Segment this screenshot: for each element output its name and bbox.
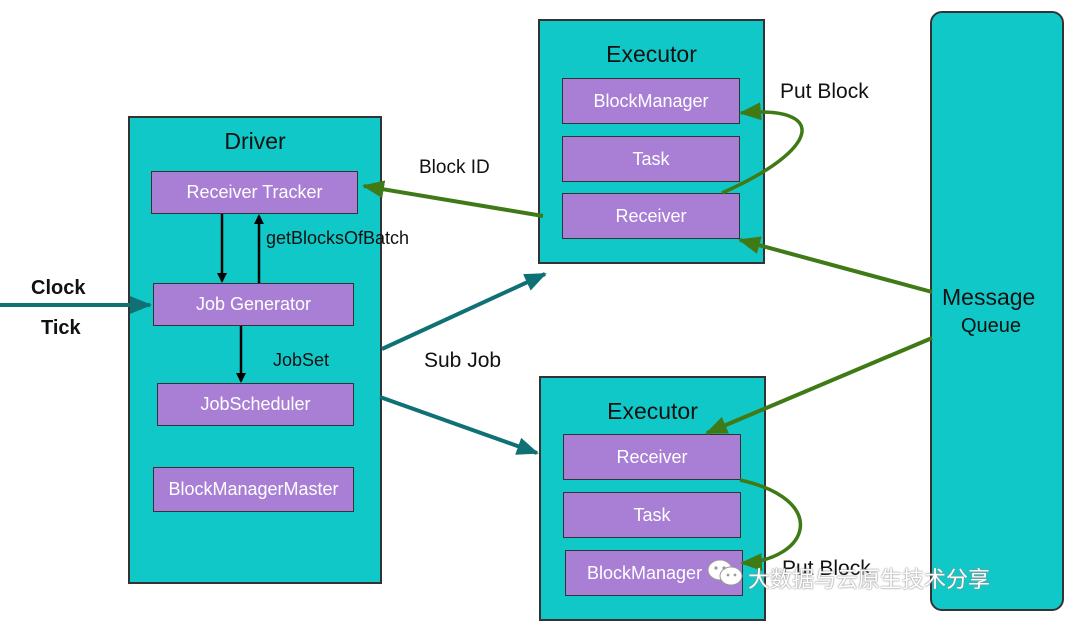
wechat-icon xyxy=(707,559,743,586)
block-id-arrow xyxy=(362,180,544,218)
job-scheduler-box: JobScheduler xyxy=(157,383,354,426)
watermark-text: 大数据与云原生技术分享 xyxy=(748,567,991,592)
executor-bottom-title: Executor xyxy=(607,398,698,424)
message-queue-label-line1: Message xyxy=(942,284,1036,310)
message-queue-label-line2: Queue xyxy=(961,315,1022,337)
put-block-bottom-arrow xyxy=(739,478,803,572)
clock-label: Clock xyxy=(31,277,86,299)
sub-job-to-top-executor-arrow xyxy=(381,272,547,351)
executor-top-title: Executor xyxy=(606,41,697,67)
job-set-label: JobSet xyxy=(273,350,330,370)
put-block-bottom-label: Put Block xyxy=(782,557,871,580)
sub-job-to-bottom-executor-arrow xyxy=(379,395,539,455)
queue-to-top-receiver-arrow xyxy=(738,236,933,294)
receiver-tracker-box: Receiver Tracker xyxy=(151,171,358,214)
block-id-label: Block ID xyxy=(419,157,490,178)
job-generator-box: Job Generator xyxy=(153,283,354,326)
executor-bottom-receiver-box: Receiver xyxy=(563,434,741,480)
executor-bottom-task-box: Task xyxy=(563,492,741,538)
tick-label: Tick xyxy=(41,317,81,339)
queue-to-bottom-receiver-arrow xyxy=(705,336,933,435)
put-block-top-arrow xyxy=(721,102,804,195)
driver-title: Driver xyxy=(224,128,286,154)
executor-top-task-box: Task xyxy=(562,136,740,182)
block-manager-master-box: BlockManagerMaster xyxy=(153,467,354,512)
put-block-top-label: Put Block xyxy=(780,80,869,103)
get-blocks-of-batch-label: getBlocksOfBatch xyxy=(266,228,410,248)
message-queue-panel xyxy=(930,11,1064,611)
executor-top-block-manager-box: BlockManager xyxy=(562,78,740,124)
executor-top-receiver-box: Receiver xyxy=(562,193,740,239)
sub-job-label: Sub Job xyxy=(424,349,502,372)
